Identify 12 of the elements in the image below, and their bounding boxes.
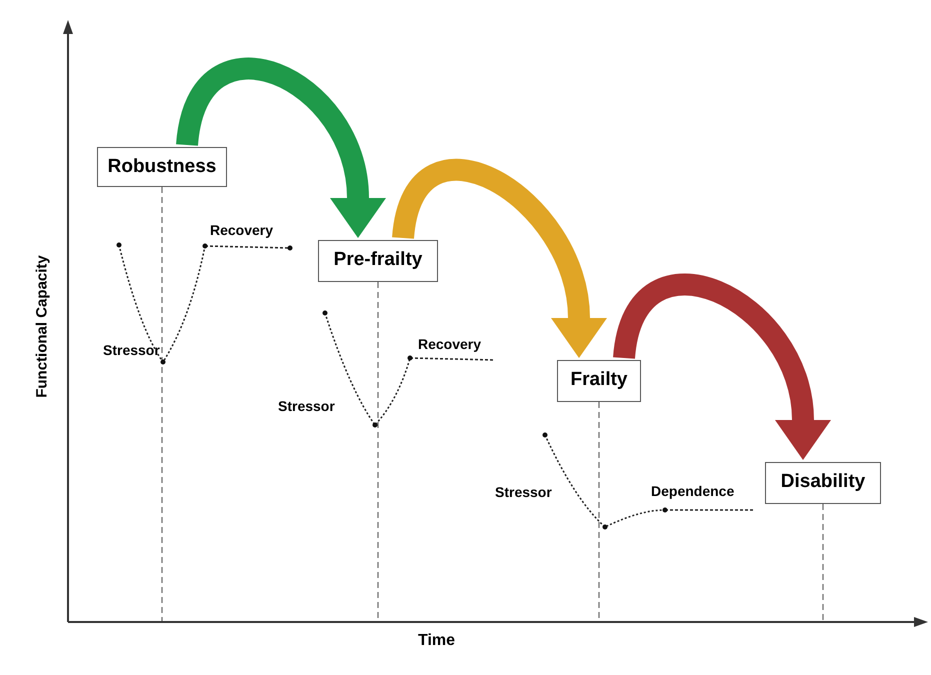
stage-box: Pre-frailty [318,240,438,282]
stage-box: Robustness [97,147,227,187]
axis-title: Time [418,632,456,650]
stage-box: Disability [765,462,881,504]
curve-label: Stressor [103,342,160,358]
stage-box: Frailty [557,360,641,402]
curve-label: Recovery [210,222,274,238]
curve-label: Recovery [418,336,482,352]
axis-title: Functional Capacity [34,254,50,400]
curve-label: Stressor [278,398,335,414]
curve-label: Stressor [495,484,552,500]
curve-label: Dependence [651,483,734,499]
